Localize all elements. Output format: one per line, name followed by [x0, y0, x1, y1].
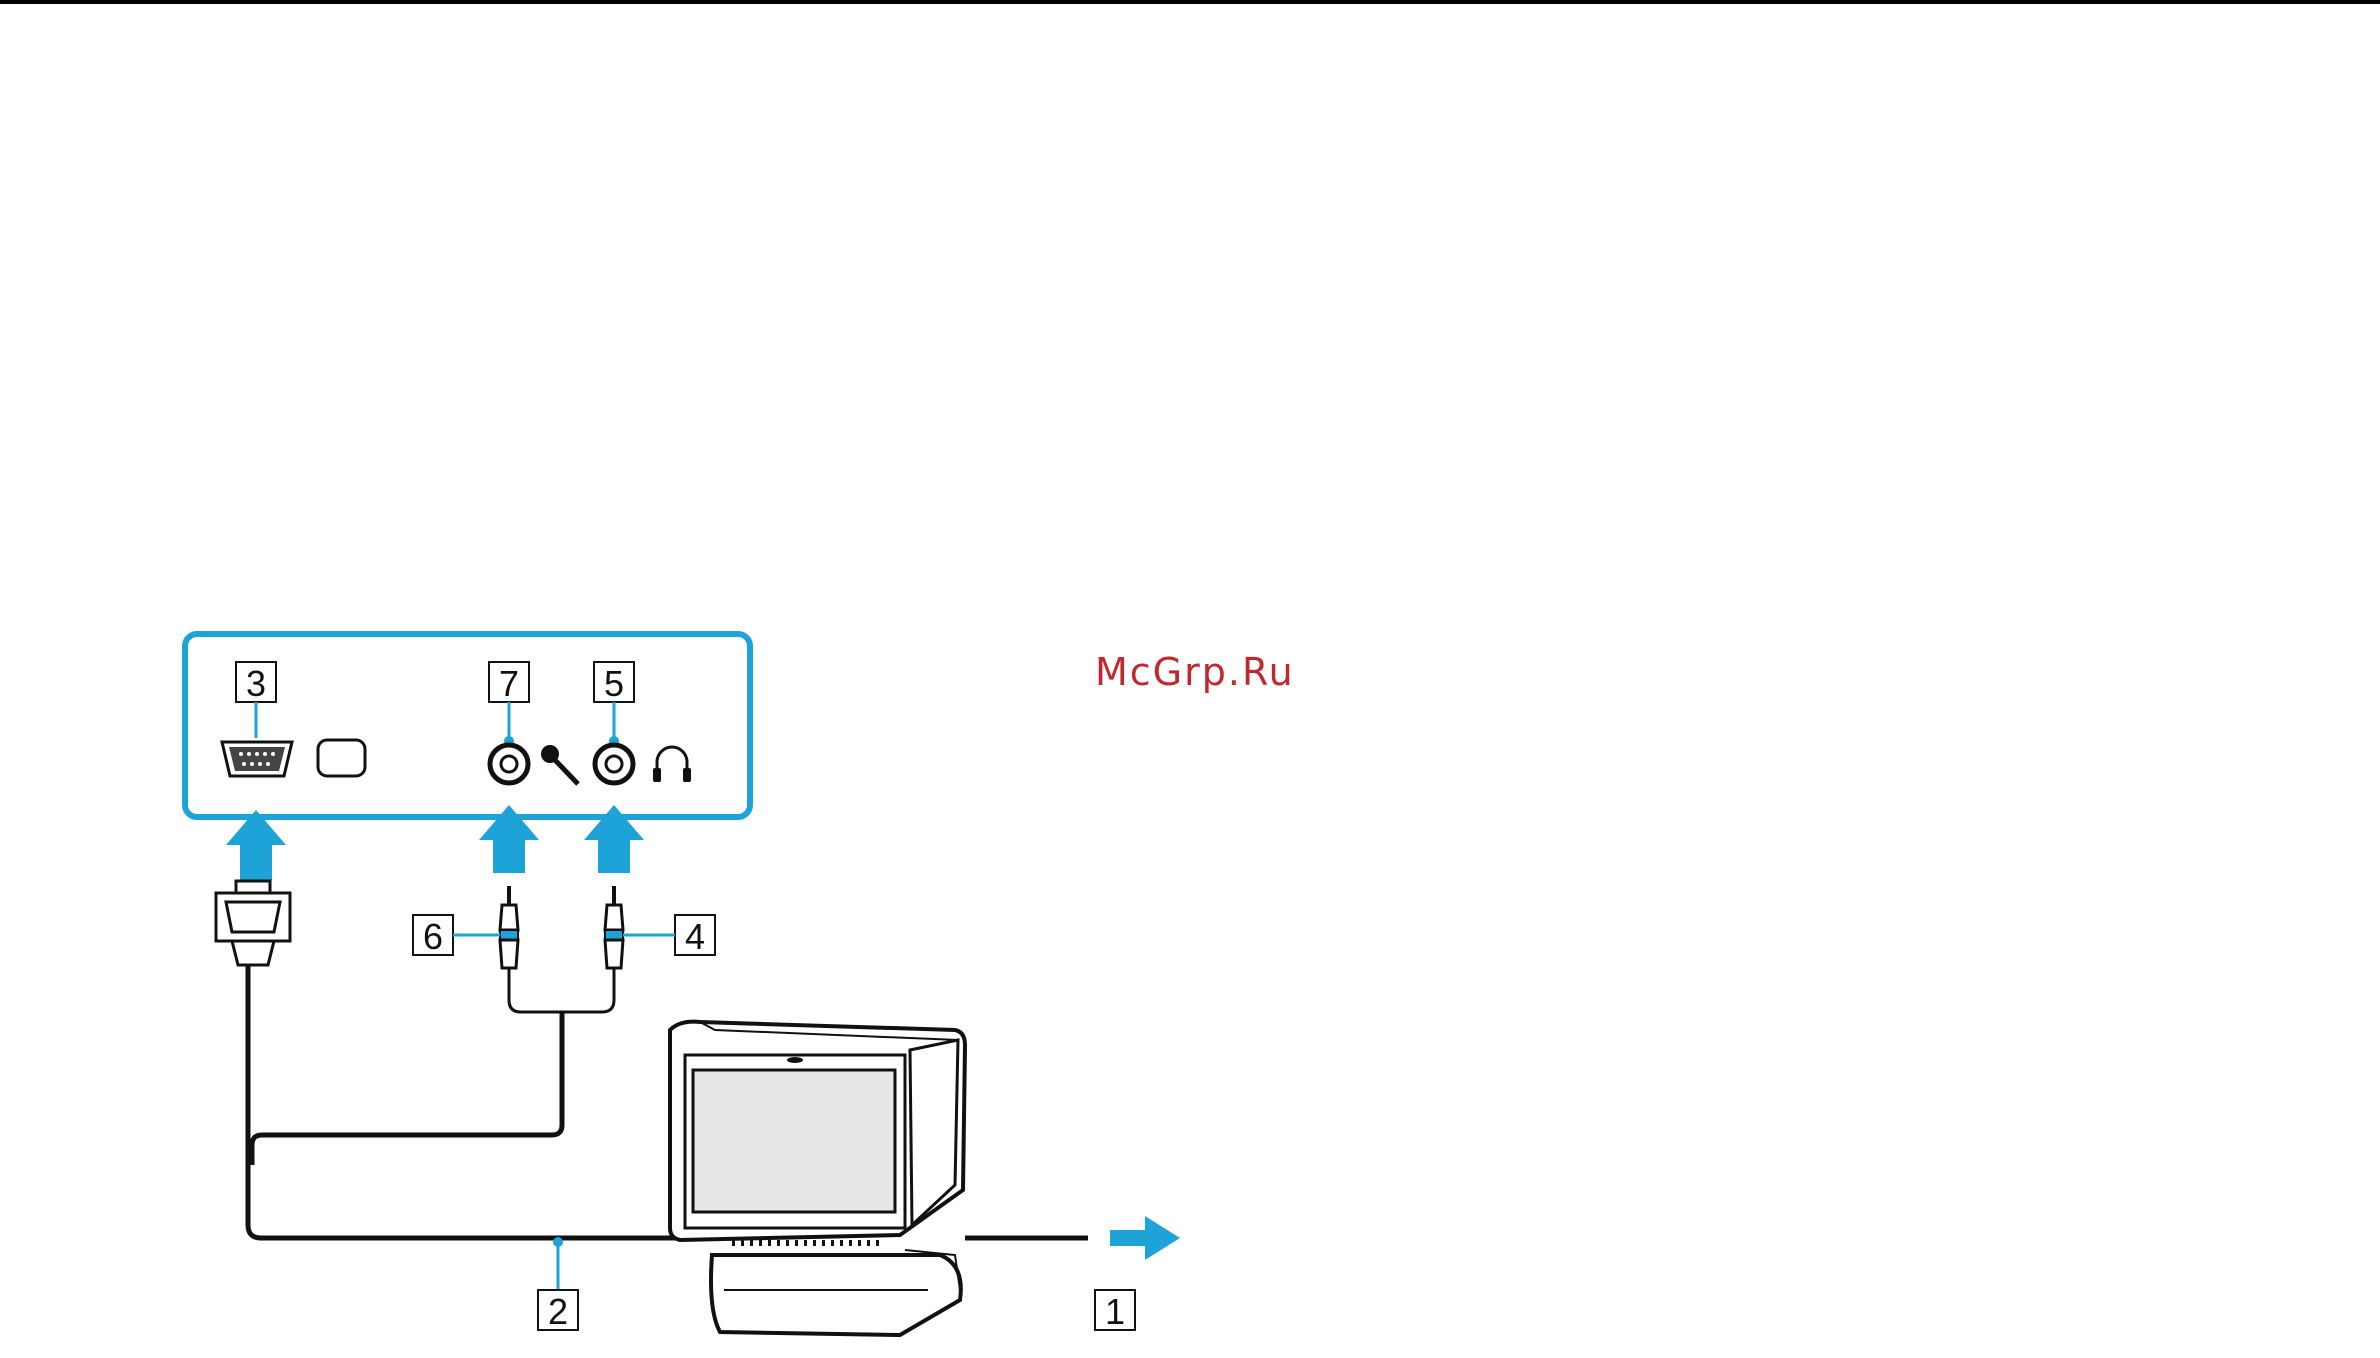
svg-text:2: 2 [548, 1291, 568, 1332]
svg-text:3: 3 [246, 663, 266, 704]
headphones-icon [653, 747, 691, 782]
svg-text:4: 4 [685, 916, 705, 957]
callout-6: 6 [413, 915, 500, 957]
callout-3: 3 [236, 662, 276, 738]
monitor-symbol-icon [318, 740, 365, 776]
svg-text:6: 6 [423, 916, 443, 957]
headphone-jack-icon [595, 745, 633, 783]
svg-text:7: 7 [499, 663, 519, 704]
vga-port-icon [222, 742, 292, 776]
audio-plug-icon [605, 886, 623, 968]
arrow-up-vga [226, 810, 286, 880]
callout-2: 2 [538, 1237, 578, 1332]
callout-1: 1 [1095, 1290, 1135, 1332]
callout-4: 4 [623, 915, 715, 957]
callout-7: 7 [489, 662, 529, 746]
audio-cable [252, 1012, 562, 1165]
svg-text:5: 5 [604, 663, 624, 704]
audio-cable [509, 968, 614, 1012]
callout-5: 5 [594, 662, 634, 746]
vga-cable [248, 980, 680, 1238]
svg-text:1: 1 [1105, 1291, 1125, 1332]
crt-monitor-icon [670, 1022, 965, 1335]
audio-plug-icon [500, 886, 518, 968]
arrow-right-icon [1110, 1216, 1180, 1260]
vga-plug-icon [216, 881, 290, 980]
microphone-jack-icon [490, 745, 528, 783]
microphone-icon [541, 745, 578, 784]
